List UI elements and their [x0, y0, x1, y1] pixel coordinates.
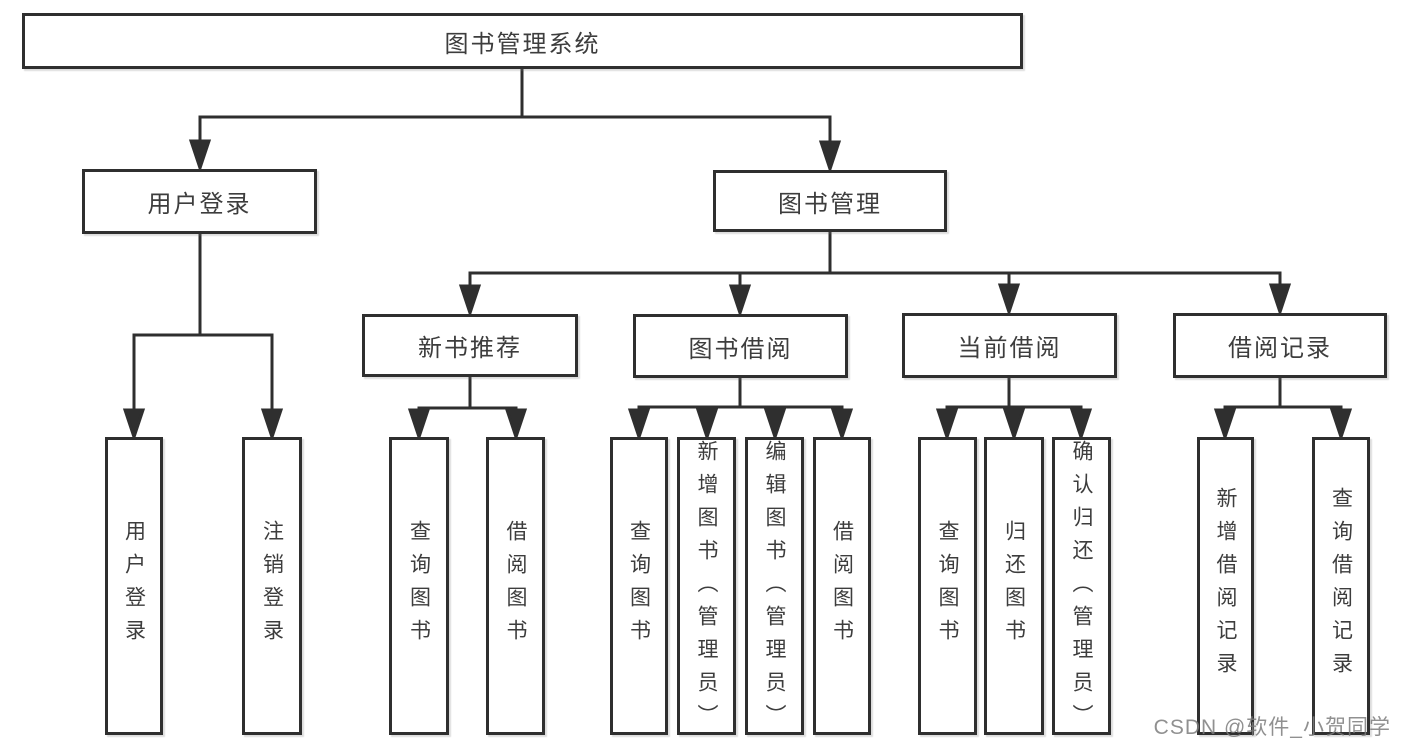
leaf-query-books-recommend: 查询图书	[389, 437, 449, 735]
node-label: 借阅记录	[1228, 335, 1332, 362]
node-label: 归还图书	[1002, 520, 1026, 652]
leaf-query-books-borrow: 查询图书	[610, 437, 668, 735]
leaf-query-borrow-record: 查询借阅记录	[1312, 437, 1370, 735]
node-label: 图书借阅	[688, 335, 793, 363]
node-label: 新增借阅记录	[1214, 487, 1237, 685]
node-label: 用户登录	[147, 191, 252, 218]
leaf-borrow-books: 借阅图书	[813, 437, 871, 735]
leaf-edit-book-admin: 编辑图书（管理员）	[745, 437, 804, 737]
leaf-user-login: 用户登录	[105, 437, 163, 735]
node-label: 编辑图书（管理员）	[763, 440, 786, 737]
node-label: 查询图书	[627, 520, 651, 652]
node-current-borrowing: 当前借阅	[902, 313, 1117, 378]
node-label: 借阅图书	[830, 520, 854, 652]
connector-root	[188, 69, 842, 174]
connector-book-borrowing	[627, 378, 854, 442]
node-label: 注销登录	[260, 520, 284, 652]
node-book-management: 图书管理	[713, 170, 947, 232]
leaf-query-books-current: 查询图书	[918, 437, 977, 735]
leaf-return-books: 归还图书	[984, 437, 1044, 735]
leaf-borrow-books-recommend: 借阅图书	[486, 437, 545, 735]
leaf-add-book-admin: 新增图书（管理员）	[677, 437, 736, 737]
node-borrowing-records: 借阅记录	[1173, 313, 1387, 378]
leaf-logout: 注销登录	[242, 437, 302, 735]
node-label: 新书推荐	[418, 335, 522, 362]
node-label: 借阅图书	[504, 520, 527, 652]
connector-current-borrowing	[935, 378, 1093, 442]
node-label: 图书管理	[778, 190, 882, 218]
node-label: 查询图书	[407, 520, 431, 652]
node-label: 图书管理系统	[444, 30, 601, 58]
node-new-book-recommend: 新书推荐	[362, 314, 578, 377]
node-label: 当前借阅	[957, 335, 1062, 362]
connector-user-login	[122, 234, 284, 442]
node-label: 新增图书（管理员）	[695, 440, 718, 737]
csdn-watermark: CSDN @软件_小贺同学	[1153, 716, 1391, 739]
connector-book-management	[458, 232, 1292, 318]
node-label: 查询借阅记录	[1329, 487, 1353, 685]
connector-new-books	[407, 377, 528, 442]
node-label: 查询图书	[936, 520, 959, 652]
connector-borrowing-records	[1213, 378, 1353, 442]
leaf-confirm-return-admin: 确认归还（管理员）	[1052, 437, 1111, 737]
leaf-add-borrow-record: 新增借阅记录	[1197, 437, 1254, 735]
node-book-borrowing: 图书借阅	[633, 314, 848, 378]
node-label: 用户登录	[122, 520, 146, 652]
node-library-management-system: 图书管理系统	[22, 13, 1023, 69]
node-label: 确认归还（管理员）	[1070, 440, 1093, 737]
node-user-login: 用户登录	[82, 169, 317, 234]
